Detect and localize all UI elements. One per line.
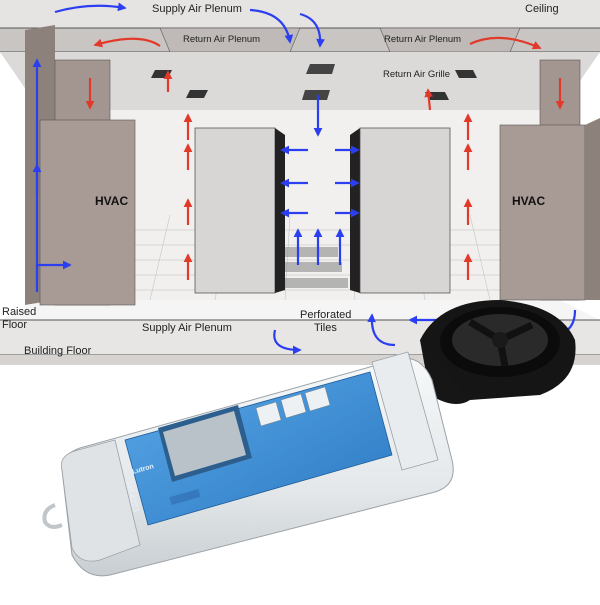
label-ceiling: Ceiling: [525, 3, 559, 15]
buttons: [255, 386, 331, 427]
label-return-air-plenum-left: Return Air Plenum: [183, 34, 261, 45]
return-airflow-arrows: [85, 36, 565, 280]
label-floor: Floor: [2, 319, 28, 331]
ceiling-perspective: [0, 52, 600, 110]
label-building-floor: Building Floor: [24, 345, 92, 357]
label-return-air-grille: Return Air Grille: [383, 69, 451, 80]
label-hvac-right: HVAC: [512, 194, 546, 208]
return-grille: [186, 90, 208, 98]
return-grille: [455, 70, 477, 78]
lanyard-loop: [42, 503, 63, 529]
power-button[interactable]: [304, 386, 331, 412]
impeller-housing: [420, 300, 576, 404]
front-panel: [124, 371, 393, 526]
label-return-air-plenum-right: Return Air Plenum: [384, 34, 462, 45]
label-tiles: Tiles: [314, 322, 337, 334]
label-supply-air-plenum-top: Supply Air Plenum: [152, 3, 242, 15]
return-grille: [306, 64, 335, 74]
return-grille: [302, 90, 330, 100]
perforated-tiles: [268, 247, 348, 288]
rack-row-left: [194, 127, 285, 294]
rack-row-right: [350, 127, 451, 294]
lcd-display: [158, 405, 252, 482]
rec-button[interactable]: [255, 401, 282, 427]
label-supply-air-plenum-bottom: Supply Air Plenum: [142, 322, 232, 334]
hold-button[interactable]: [280, 393, 307, 419]
label-perforated: Perforated: [300, 309, 352, 321]
anemometer-device: [42, 300, 576, 577]
label-raised: Raised: [2, 306, 37, 318]
label-hvac-left: HVAC: [95, 194, 129, 208]
